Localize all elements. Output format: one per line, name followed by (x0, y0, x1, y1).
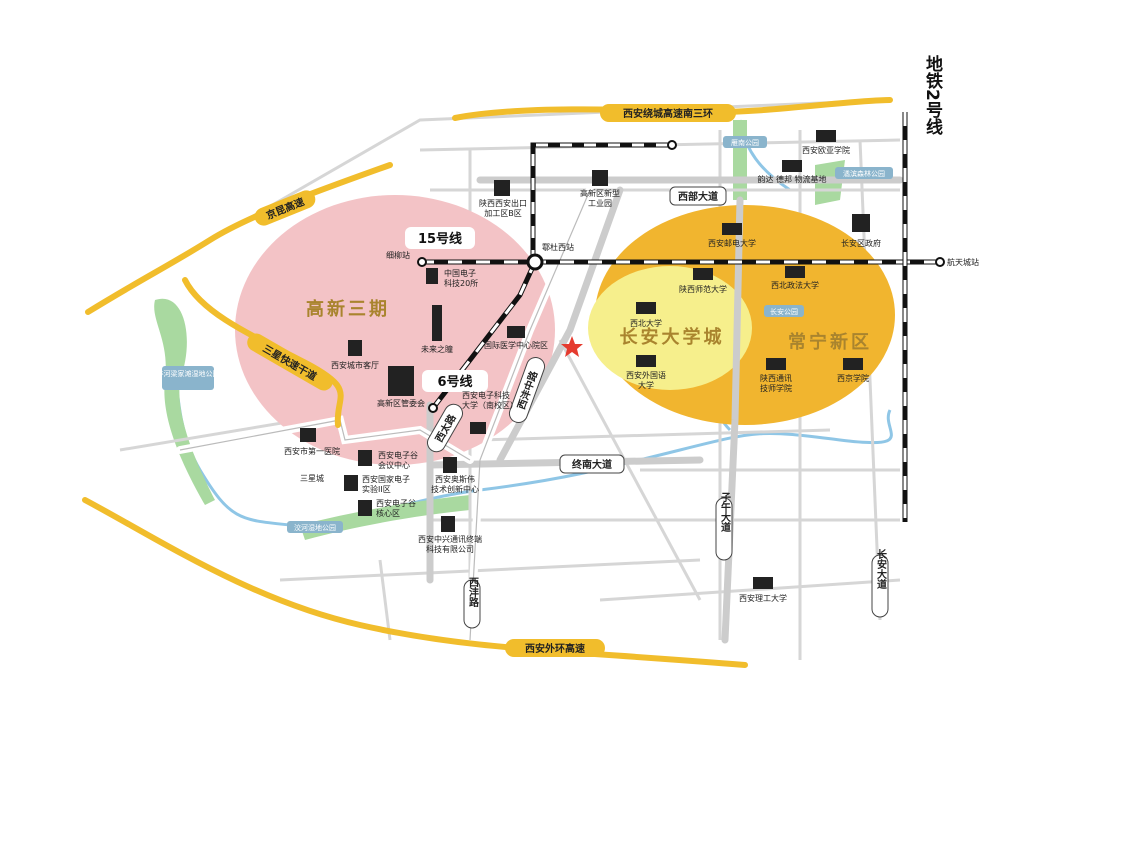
school-icon (470, 422, 486, 434)
label-park-jiaohe: 洨河湿地公园 (294, 523, 336, 532)
poi-xupt: 西安邮电大学 (708, 238, 756, 248)
poi-export-zone: 陕西西安出口加工区B区 (479, 198, 527, 218)
poi-zhongxing: 西安中兴通讯终端科技有限公司 (418, 534, 482, 554)
building-icon (358, 450, 372, 466)
poi-conference: 西安电子谷会议中心 (378, 450, 418, 470)
zone-university-city (588, 266, 752, 390)
poi-medical-center: 国际医学中心院区 (484, 340, 548, 350)
label-station-hudu: 鄠杜西站 (542, 242, 574, 252)
label-line2: 地铁2号线 (922, 54, 943, 136)
poi-first-hospital: 西安市第一医院 (284, 446, 340, 456)
poi-core-zone: 西安电子谷核心区 (376, 498, 416, 518)
truck-icon (782, 160, 802, 172)
poi-icons (300, 130, 870, 589)
poi-sanxing: 三星城 (300, 474, 324, 483)
label-park-fenghe: 沣河梁家滩湿地公园 (157, 369, 220, 378)
poi-admin-committee: 高新区管委会 (377, 398, 425, 408)
station-top-end-icon[interactable] (667, 140, 677, 150)
building-icon (494, 180, 510, 196)
poi-city-hall: 西安城市客厅 (331, 360, 379, 370)
building-icon (344, 475, 358, 491)
university-icon (766, 358, 786, 370)
poi-national-lab: 西安国家电子实验II区 (362, 474, 410, 494)
label-xiyang-road: 西沣路 (467, 577, 479, 608)
building-icon (348, 340, 362, 356)
label-park-lingnan: 雁南公园 (731, 138, 759, 147)
station-hudu-icon[interactable] (526, 253, 544, 271)
admin-building-icon (388, 366, 414, 396)
poi-future-tower: 未来之瞳 (421, 344, 453, 354)
building-icon (441, 516, 455, 532)
building-icon (443, 457, 457, 473)
poi-new-industry: 高新区新型工业园 (580, 188, 620, 208)
poi-logistics: 韵达 德邦 物流基地 (757, 174, 826, 184)
station-xiliu-icon[interactable] (417, 257, 427, 267)
label-ziwu-road: 子午大道 (719, 492, 731, 533)
poi-changan-gov: 长安区政府 (841, 238, 881, 248)
label-zhongnan-road: 终南大道 (572, 458, 612, 471)
university-icon (636, 355, 656, 367)
label-ring3: 西安绕城高速南三环 (623, 107, 713, 120)
poi-snnu: 陕西师范大学 (679, 284, 727, 294)
university-icon (693, 268, 713, 280)
label-xibu-road: 西部大道 (678, 190, 718, 203)
label-line6: 6号线 (437, 374, 472, 390)
poi-aosi: 西安奥斯伟技术创新中心 (431, 474, 479, 494)
hospital-icon (507, 326, 525, 338)
poi-cetc20: 中国电子科技20所 (444, 268, 478, 288)
station-hangtian-icon[interactable] (935, 257, 945, 267)
university-icon (753, 577, 773, 589)
university-icon (636, 302, 656, 314)
government-icon (852, 214, 870, 232)
building-icon (592, 170, 608, 186)
poi-nwupl: 西北政法大学 (771, 280, 819, 290)
poi-xatu: 西安理工大学 (739, 593, 787, 603)
university-icon (816, 130, 836, 142)
building-icon (358, 500, 372, 516)
poi-xijing: 西京学院 (837, 373, 869, 383)
tower-icon (432, 305, 442, 341)
label-line15: 15号线 (418, 231, 462, 247)
project-location-star-icon[interactable] (561, 336, 583, 357)
poi-eurasia: 西安欧亚学院 (802, 145, 850, 155)
label-zone-university-city: 长安大学城 (620, 326, 725, 348)
hospital-icon (300, 428, 316, 442)
label-zone-gaoxin3: 高新三期 (306, 298, 390, 320)
label-outer-ring: 西安外环高速 (525, 642, 585, 655)
poi-xidian: 西安电子科技大学（南校区） (462, 390, 518, 410)
poi-telecom-college: 陕西通讯技师学院 (760, 373, 792, 393)
building-icon (426, 268, 438, 284)
label-zone-changning: 常宁新区 (788, 331, 872, 353)
university-icon (785, 266, 805, 278)
station-line6-end-icon[interactable] (428, 403, 438, 413)
poi-xisu: 西安外国语大学 (626, 370, 666, 390)
university-icon (722, 223, 742, 235)
poi-nwu: 西北大学 (630, 318, 662, 328)
label-changan-road: 长安大道 (875, 548, 887, 590)
label-park-changan: 长安公园 (770, 307, 798, 316)
label-station-xiliu: 细柳站 (386, 250, 410, 260)
university-icon (843, 358, 863, 370)
label-park-huayang: 潏滨森林公园 (843, 169, 885, 178)
label-station-hangtian: 航天城站 (947, 257, 979, 267)
